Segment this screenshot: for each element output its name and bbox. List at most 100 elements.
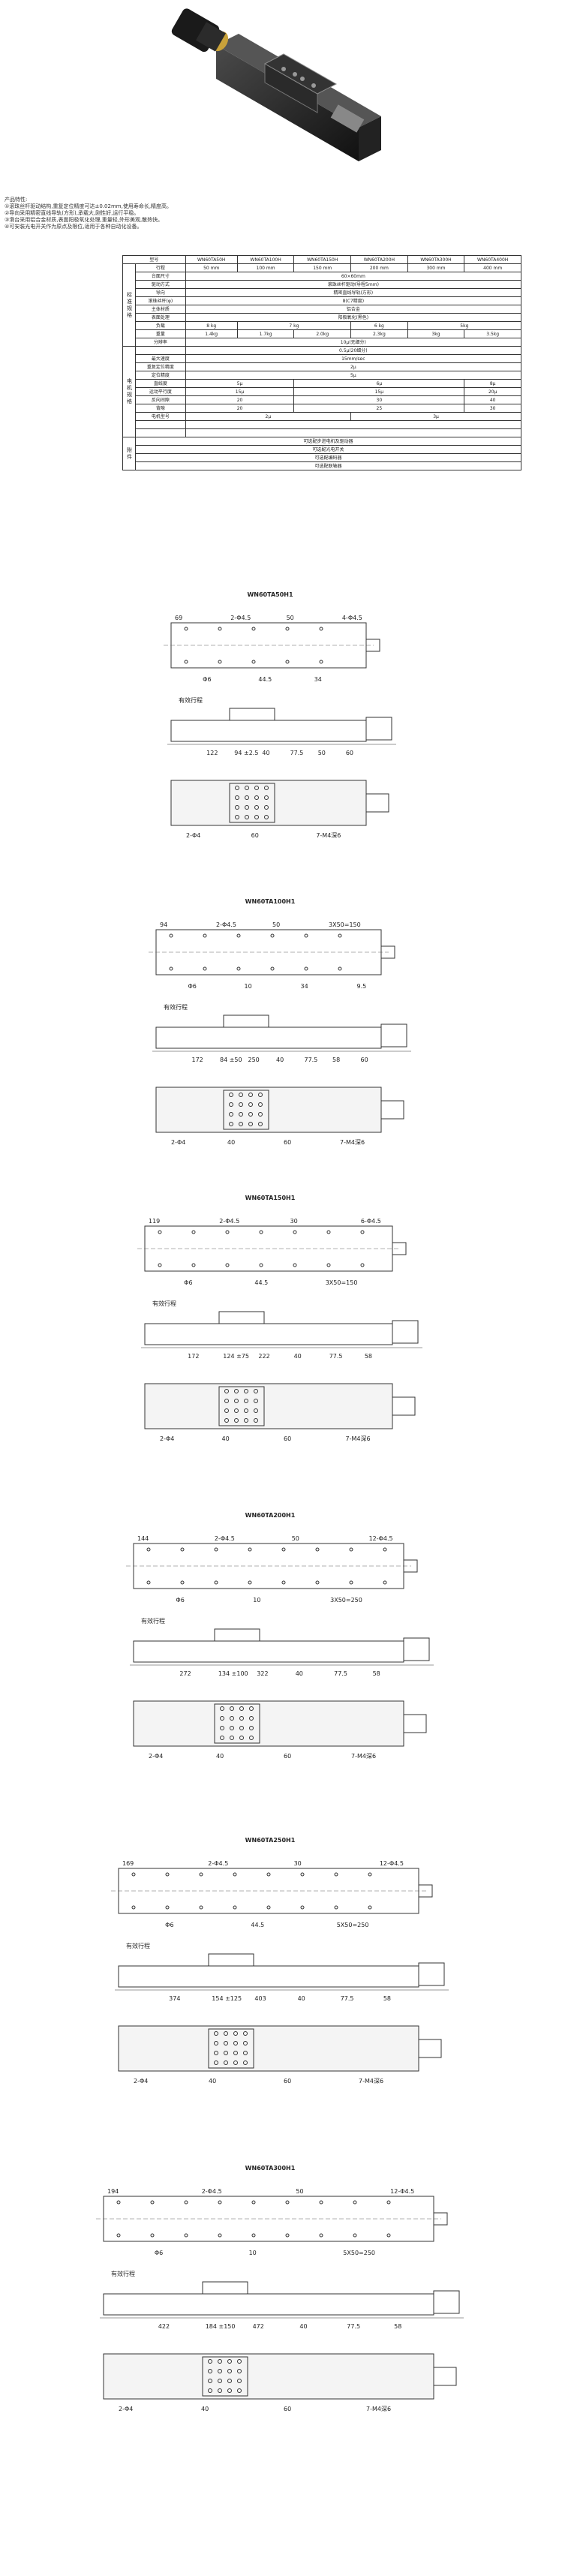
mount-hole: [281, 1547, 286, 1552]
dimension-label: 40: [298, 1995, 305, 2002]
table-header: WN60TA150H: [293, 255, 352, 264]
spec-table: 型号 WN60TA50H WN60TA100H WN60TA150H WN60T…: [122, 255, 522, 470]
bottom-view-body: [133, 1700, 404, 1747]
row-label: 导向: [135, 288, 186, 297]
mount-hole: [225, 1263, 230, 1267]
mount-hole: [191, 1230, 196, 1234]
dimension-label: 50: [318, 750, 326, 756]
dimension-label: 50: [292, 1535, 299, 1542]
dimension-label: Φ6: [176, 1597, 184, 1604]
thread-hole: [224, 2060, 228, 2065]
mount-hole: [349, 1547, 353, 1552]
thread-hole: [218, 2379, 222, 2383]
section-title: WN60TA100H1: [245, 898, 296, 905]
cell: 2μ: [185, 362, 522, 371]
dimension-label: 4-Φ4.5: [342, 615, 362, 621]
mount-hole: [184, 660, 188, 664]
thread-hole: [243, 2051, 248, 2055]
dimension-label: 7-M4深6: [351, 1753, 376, 1760]
dimension-label: 124 ±75: [223, 1353, 249, 1360]
cell: 阳极氧化(黑色): [185, 313, 522, 322]
notes: 产品特性: ①滚珠丝杆驱动结构,重复定位精度可达±0.02mm,使用寿命长,精度…: [5, 197, 560, 230]
thread-hole: [249, 1706, 254, 1711]
thread-hole: [243, 2041, 248, 2045]
mount-hole: [293, 1263, 297, 1267]
motor-end: [392, 1242, 407, 1255]
dimension-label: 44.5: [251, 1922, 264, 1928]
cell: 精密直线导轨(方形): [185, 288, 522, 297]
thread-hole: [208, 2369, 212, 2373]
thread-hole: [237, 2388, 242, 2393]
dimension-label: 7-M4深6: [316, 832, 341, 839]
row-label: [135, 420, 186, 429]
cell: 10μ(无细分): [185, 338, 522, 347]
cell: 6μ: [293, 379, 465, 388]
thread-hole: [214, 2041, 218, 2045]
dimension-label: 169: [122, 1860, 134, 1867]
row-label: 重量: [135, 329, 186, 338]
dimension-label: 2-Φ4: [134, 2078, 148, 2085]
dimension-label: 2-Φ4: [160, 1435, 174, 1442]
thread-hole: [258, 1102, 263, 1107]
table-header: WN60TA200H: [350, 255, 408, 264]
group-label: 电机规格: [122, 346, 137, 437]
dimension-label: Φ6: [188, 983, 197, 990]
thread-hole: [233, 2051, 238, 2055]
mount-hole: [285, 2233, 290, 2238]
dimension-label: 144: [137, 1535, 149, 1542]
mount-hole: [251, 2200, 256, 2205]
mount-hole: [270, 933, 275, 938]
mount-hole: [180, 1580, 185, 1585]
motor: [365, 717, 392, 741]
dimension-label: 60: [361, 1057, 368, 1063]
dimension-label: 2-Φ4.5: [230, 615, 251, 621]
mount-hole: [218, 660, 222, 664]
thread-hole: [237, 2359, 242, 2364]
thread-hole: [239, 1102, 243, 1107]
dimension-label: 77.5: [334, 1670, 347, 1677]
mount-hole: [319, 2233, 323, 2238]
dimension-label: 10: [245, 983, 252, 990]
thread-hole: [214, 2051, 218, 2055]
mount-hole: [233, 1872, 237, 1877]
motor-bottom: [365, 793, 389, 813]
thread-hole: [220, 1706, 224, 1711]
section-title: WN60TA200H1: [245, 1512, 296, 1519]
cell: 2.0kg: [293, 329, 352, 338]
dimension-label: 40: [222, 1435, 230, 1442]
dimension-label: Φ6: [184, 1279, 192, 1286]
mount-hole: [203, 966, 207, 971]
thread-hole: [224, 2031, 228, 2036]
thread-hole: [239, 1093, 243, 1097]
motor-end: [365, 639, 380, 652]
cell: 50 mm: [185, 263, 238, 272]
thread-hole: [237, 2369, 242, 2373]
motor-bottom: [418, 2039, 442, 2058]
cell: 300 mm: [407, 263, 465, 272]
thread-hole: [244, 1418, 248, 1423]
thread-hole: [220, 1736, 224, 1740]
thread-hole: [245, 786, 249, 790]
mount-hole: [319, 627, 323, 631]
motor-bottom: [380, 1100, 404, 1120]
note-line: ①滚珠丝杆驱动结构,重复定位精度可达±0.02mm,使用寿命长,精度高。: [5, 203, 173, 209]
thread-hole: [258, 1122, 263, 1126]
dimension-label: 60: [284, 1753, 291, 1760]
side-view-body: [170, 720, 367, 742]
dimension-label: 134 ±100: [218, 1670, 248, 1677]
dimension-label: 77.5: [329, 1353, 343, 1360]
mount-hole: [251, 2233, 256, 2238]
mount-hole: [266, 1905, 271, 1910]
dimension-label: 5X50=250: [337, 1922, 369, 1928]
product-image: [171, 0, 396, 186]
cell: 3μ: [350, 412, 521, 421]
mount-hole: [349, 1580, 353, 1585]
mount-hole: [338, 933, 342, 938]
thread-hole: [229, 1122, 233, 1126]
thread-hole: [220, 1726, 224, 1730]
mount-hole: [191, 1263, 196, 1267]
dimension-label: 40: [201, 2406, 209, 2412]
mount-hole: [233, 1905, 237, 1910]
